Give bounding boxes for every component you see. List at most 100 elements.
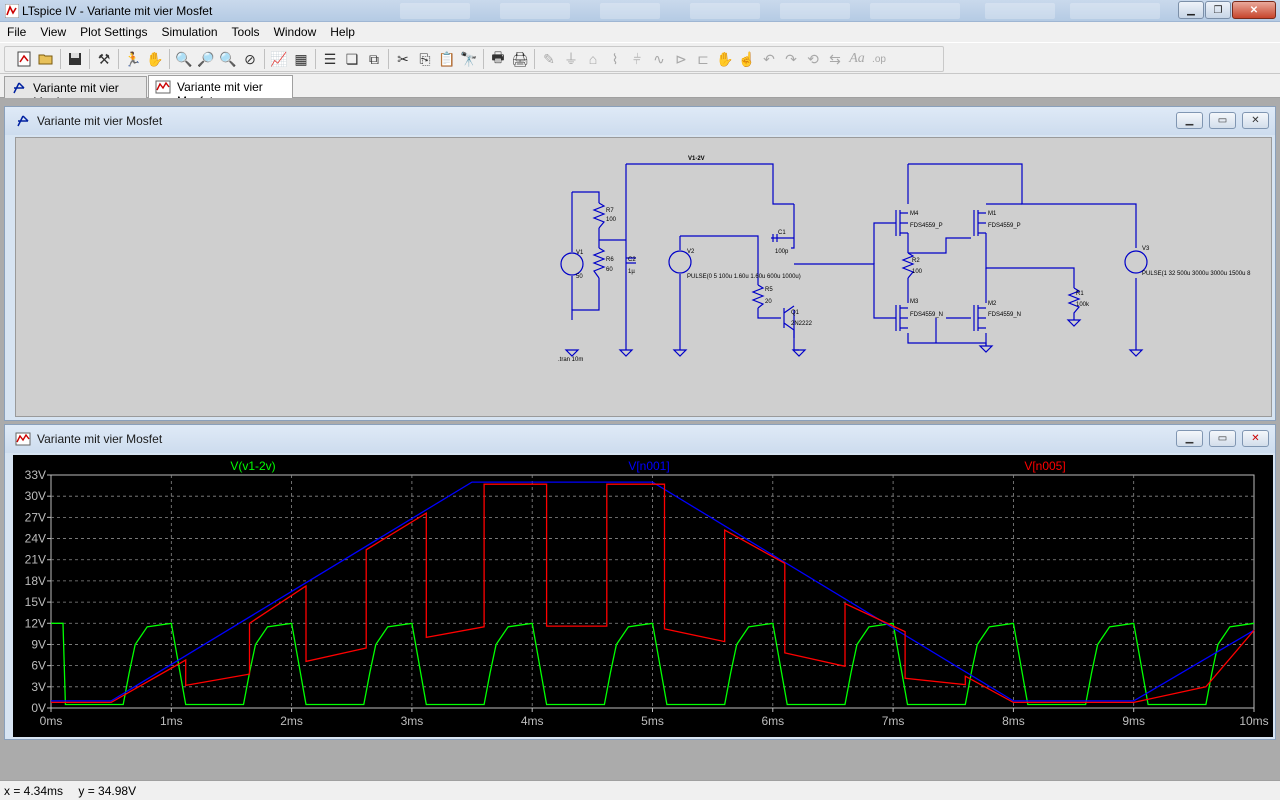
- x-tick-label: 10ms: [1239, 714, 1268, 728]
- copy-button[interactable]: ⎘: [414, 48, 436, 70]
- print-preview-button[interactable]: 🖶: [487, 48, 509, 70]
- x-tick-label: 3ms: [401, 714, 424, 728]
- m2-label: M2: [988, 301, 997, 307]
- menu-simulation[interactable]: Simulation: [161, 25, 218, 39]
- drag-button[interactable]: ☝: [736, 48, 758, 70]
- schematic-window-title: Variante mit vier Mosfet: [37, 114, 163, 128]
- rotate-button[interactable]: ⟲: [802, 48, 824, 70]
- capacitor-icon: ⫩: [632, 50, 642, 67]
- close-button[interactable]: ✕: [1232, 1, 1276, 19]
- redo-button[interactable]: ↷: [780, 48, 802, 70]
- v1-label: V1: [576, 250, 584, 256]
- zoom-out-button[interactable]: 🔍: [217, 48, 239, 70]
- diode-button[interactable]: ⊳: [670, 48, 692, 70]
- label-net-button[interactable]: ⌂: [582, 48, 604, 70]
- cascade-button[interactable]: ❏: [341, 48, 363, 70]
- schematic-minimize-button[interactable]: ▁: [1176, 112, 1203, 129]
- x-tick-label: 6ms: [761, 714, 784, 728]
- scissors-icon: ✂: [397, 50, 409, 67]
- r5-value: 20: [765, 299, 772, 305]
- m1-label: M1: [988, 211, 997, 217]
- close-windows-icon: ⧉: [369, 50, 379, 67]
- background-window-ghost: [600, 3, 660, 19]
- waveform-maximize-button[interactable]: ▭: [1209, 430, 1236, 447]
- inductor-button[interactable]: ∿: [648, 48, 670, 70]
- find-button[interactable]: 🔭: [458, 48, 480, 70]
- undo-button[interactable]: ↶: [758, 48, 780, 70]
- menu-window[interactable]: Window: [273, 25, 317, 39]
- tab-waveform[interactable]: Variante mit vier Mosfet: [148, 75, 293, 108]
- move-button[interactable]: ✋: [714, 48, 736, 70]
- background-window-ghost: [985, 3, 1055, 19]
- cursor-x-readout: x = 4.34ms: [4, 784, 64, 798]
- zoom-cancel-icon: ⊘: [244, 50, 256, 67]
- r5-label: R5: [765, 287, 773, 293]
- autorange-button[interactable]: 📈: [268, 48, 290, 70]
- x-tick-label: 0ms: [40, 714, 63, 728]
- y-tick-label: 21V: [25, 553, 46, 567]
- y-tick-label: 6V: [31, 659, 46, 673]
- legend-label-3: V[n005]: [1024, 459, 1065, 473]
- schematic-icon: [17, 115, 29, 127]
- paste-button[interactable]: 📋: [436, 48, 458, 70]
- minimize-button[interactable]: ▁: [1178, 1, 1204, 19]
- zoom-fit-button[interactable]: ⊘: [239, 48, 261, 70]
- window-title: LTspice IV - Variante mit vier Mosfet: [22, 4, 213, 18]
- schematic-maximize-button[interactable]: ▭: [1209, 112, 1236, 129]
- resistor-button[interactable]: ⌇: [604, 48, 626, 70]
- legend-label-1: V(v1-2v): [230, 459, 275, 473]
- minimize-icon: ▁: [1185, 433, 1194, 444]
- waveform-minimize-button[interactable]: ▁: [1176, 430, 1203, 447]
- waveform-window-titlebar[interactable]: Variante mit vier Mosfet ▁ ▭ ✕: [5, 425, 1275, 453]
- status-bar: x = 4.34ms y = 34.98V: [0, 780, 1280, 800]
- v3-value: PULSE(1 32 500u 3000u 3000u 1500u 8: [1142, 271, 1251, 277]
- new-schematic-button[interactable]: [13, 48, 35, 70]
- tab-schematic[interactable]: Variante mit vier Mosfet: [4, 76, 147, 109]
- run-button[interactable]: 🏃: [122, 48, 144, 70]
- menu-file[interactable]: File: [7, 25, 27, 39]
- restore-button[interactable]: ❐: [1205, 1, 1231, 19]
- v2-value: PULSE(0 5 100u 1.60u 1.60u 600u 1000u): [687, 274, 801, 280]
- save-button[interactable]: [64, 48, 86, 70]
- mirror-icon: ⇆: [829, 50, 841, 67]
- control-panel-button[interactable]: ⚒: [93, 48, 115, 70]
- close-all-button[interactable]: ⧉: [363, 48, 385, 70]
- toolbar-separator: [388, 49, 389, 69]
- schematic-drawing[interactable]: V1-2V R7 100 R6 60 V1 50 C2 1µ .tran 10m…: [16, 138, 1273, 418]
- ground-button[interactable]: ⏚: [560, 48, 582, 70]
- y-tick-label: 9V: [31, 637, 46, 651]
- grid-button[interactable]: ▦: [290, 48, 312, 70]
- menu-tools[interactable]: Tools: [231, 25, 260, 39]
- x-tick-label: 9ms: [1122, 714, 1145, 728]
- wire-button[interactable]: ✎: [538, 48, 560, 70]
- waveform-close-button[interactable]: ✕: [1242, 430, 1269, 447]
- background-window-ghost: [780, 3, 850, 19]
- zoom-in-icon: 🔍: [175, 50, 193, 67]
- tile-horizontal-button[interactable]: ☰: [319, 48, 341, 70]
- capacitor-button[interactable]: ⫩: [626, 48, 648, 70]
- spice-directive-button[interactable]: .op: [868, 48, 890, 70]
- c2-value: 1µ: [628, 269, 635, 275]
- cut-button[interactable]: ✂: [392, 48, 414, 70]
- pan-button[interactable]: 🔎: [195, 48, 217, 70]
- halt-button[interactable]: ✋: [144, 48, 166, 70]
- copy-icon: ⎘: [419, 50, 431, 67]
- schematic-close-button[interactable]: ✕: [1242, 112, 1269, 129]
- menu-help[interactable]: Help: [330, 25, 355, 39]
- c1-label: C1: [778, 230, 786, 236]
- component-button[interactable]: ⊏: [692, 48, 714, 70]
- mirror-button[interactable]: ⇆: [824, 48, 846, 70]
- text-button[interactable]: Aa: [846, 48, 868, 70]
- menu-view[interactable]: View: [40, 25, 67, 39]
- background-window-ghost: [400, 3, 470, 19]
- zoom-in-button[interactable]: 🔍: [173, 48, 195, 70]
- schematic-window-titlebar[interactable]: Variante mit vier Mosfet ▁ ▭ ✕: [5, 107, 1275, 135]
- menu-plot-settings[interactable]: Plot Settings: [80, 25, 148, 39]
- open-button[interactable]: [35, 48, 57, 70]
- schematic-canvas[interactable]: V1-2V R7 100 R6 60 V1 50 C2 1µ .tran 10m…: [15, 137, 1272, 417]
- pencil-icon: ✎: [543, 50, 555, 67]
- component-icon: ⊏: [697, 50, 709, 67]
- print-button[interactable]: 🖨: [509, 48, 531, 70]
